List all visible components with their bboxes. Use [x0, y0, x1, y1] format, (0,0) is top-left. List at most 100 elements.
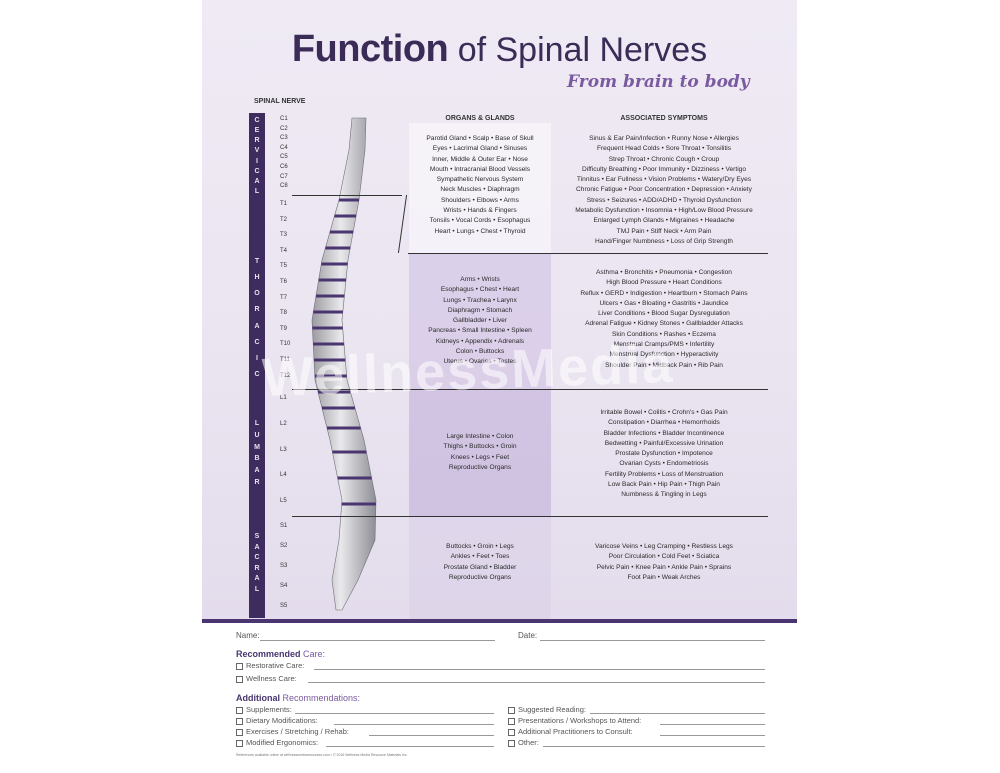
text-line: Ovarian Cysts • Endometriosis [619, 460, 709, 468]
checkbox[interactable] [236, 739, 243, 747]
checkbox[interactable] [236, 706, 243, 714]
recommendation-field[interactable] [590, 713, 765, 714]
divider-thoracic-lumbar [292, 389, 768, 390]
wellness-care-option[interactable]: Wellness Care: [236, 674, 297, 683]
nerve-label-c4: C4 [280, 144, 288, 151]
intervertebral-disc [325, 246, 351, 250]
intervertebral-disc [329, 230, 354, 234]
intervertebral-disc [313, 310, 343, 314]
checkbox[interactable] [508, 706, 515, 714]
text-line: Shoulders • Elbows • Arms [441, 196, 519, 204]
text-line: Buttocks • Groin • Legs [446, 543, 514, 550]
name-field[interactable] [260, 640, 495, 641]
subtitle: From brain to body [567, 72, 750, 92]
nerve-label-l2: L2 [280, 420, 287, 427]
nerve-label-t7: T7 [280, 294, 288, 301]
title-bold: Function [291, 28, 449, 70]
text-line: Sinus & Ear Pain/Infection • Runny Nose … [589, 135, 739, 142]
text-line: Ulcers • Gas • Bloating • Gastritis • Ja… [599, 299, 729, 307]
checkbox[interactable] [236, 675, 243, 683]
nerve-label-c1: C1 [280, 116, 288, 122]
restorative-care-option[interactable]: Restorative Care: [236, 661, 304, 670]
text-line: Enlarged Lymph Glands • Migraines • Head… [593, 217, 735, 225]
text-line: Low Back Pain • Hip Pain • Thigh Pain [608, 481, 720, 489]
text-line: Uterus • Ovaries • Testes [443, 358, 517, 366]
recommendation-option[interactable]: Additional Practitioners to Consult: [508, 727, 633, 736]
intervertebral-disc [334, 214, 357, 218]
text-line: Reproductive Organs [448, 573, 512, 581]
text-line: Irritable Bowel • Colitis • Crohn's • Ga… [600, 409, 728, 416]
organs-bg-lumbar [409, 389, 551, 516]
checkbox[interactable] [508, 717, 515, 725]
recommendation-field[interactable] [294, 713, 494, 714]
date-field[interactable] [540, 640, 765, 641]
recommendation-field[interactable] [660, 735, 765, 736]
recommendation-field[interactable] [660, 724, 765, 725]
wellness-care-field[interactable] [308, 682, 765, 683]
text-line: Esophagus • Chest • Heart [440, 286, 520, 294]
text-line: Bladder Infections • Bladder Incontinenc… [603, 429, 725, 437]
text-line: Metabolic Dysfunction • Insomnia • High/… [575, 207, 753, 215]
section-letter: B [254, 455, 260, 463]
text-line: Neck Muscles • Diaphragm [440, 186, 520, 194]
option-label: Other: [518, 738, 539, 747]
text-line: Chronic Fatigue • Poor Concentration • D… [576, 186, 752, 194]
restorative-care-field[interactable] [314, 669, 765, 670]
intervertebral-disc [312, 326, 343, 330]
recommendation-option[interactable]: Suggested Reading: [508, 705, 586, 714]
intervertebral-disc [341, 502, 376, 506]
divider-lumbar-sacral [292, 516, 768, 517]
checkbox[interactable] [508, 728, 515, 736]
recommendation-option[interactable]: Exercises / Stretching / Rehab: [236, 727, 349, 736]
option-label: Additional Practitioners to Consult: [518, 727, 633, 736]
nerve-label-c5: C5 [280, 154, 288, 161]
spinal-nerve-header: SPINAL NERVE [254, 98, 306, 105]
section-letter: C [254, 338, 260, 346]
organs-bg-thoracic [409, 253, 551, 389]
nerve-label-l5: L5 [280, 498, 287, 505]
text-line: Frequent Head Colds • Sore Throat • Tons… [596, 145, 732, 153]
recommendation-field[interactable] [333, 724, 494, 725]
text-line: Stress • Seizures • ADD/ADHD • Thyroid D… [586, 196, 742, 204]
recommendation-field[interactable] [368, 735, 494, 736]
symptoms-header: ASSOCIATED SYMPTOMS [620, 115, 708, 122]
section-letter: R [254, 137, 260, 145]
recommendation-option[interactable]: Dietary Modifications: [236, 716, 318, 725]
section-letter: A [254, 322, 260, 330]
intervertebral-disc [321, 262, 348, 266]
text-line: Difficulty Breathing • Poor Immunity • D… [581, 165, 747, 173]
text-line: Inner, Middle & Outer Ear • Nose [432, 155, 528, 163]
recommendation-option[interactable]: Presentations / Workshops to Attend: [508, 716, 641, 725]
text-line: Reflux • GERD • Indigestion • Heartburn … [580, 289, 748, 297]
recommendation-field[interactable] [326, 746, 494, 747]
section-letter: M [254, 443, 260, 451]
checkbox[interactable] [236, 717, 243, 725]
checkbox[interactable] [236, 662, 243, 670]
section-letter: E [254, 127, 260, 135]
intervertebral-disc [316, 294, 345, 298]
recommendation-option[interactable]: Modified Ergonomics: [236, 738, 318, 747]
symptoms-lumbar: Irritable Bowel • Colitis • Crohn's • Ga… [554, 408, 774, 501]
recommendation-option[interactable]: Other: [508, 738, 539, 747]
nerve-label-t10: T10 [280, 341, 291, 348]
intervertebral-disc [314, 374, 347, 378]
text-line: Kidneys • Appendix • Adrenals [435, 337, 525, 345]
recommendation-option[interactable]: Supplements: [236, 705, 292, 714]
checkbox[interactable] [508, 739, 515, 747]
nerve-label-c2: C2 [280, 125, 288, 132]
nerve-label-t4: T4 [280, 247, 288, 254]
nerve-label-l1: L1 [280, 395, 287, 401]
text-line: Menstrual Dysfunction • Hyperactivity [609, 351, 719, 359]
nerve-label-t6: T6 [280, 279, 288, 285]
nerve-label-l3: L3 [280, 446, 287, 453]
text-line: Gallbladder • Liver [453, 317, 507, 325]
intervertebral-disc [327, 426, 361, 430]
checkbox[interactable] [236, 728, 243, 736]
nerve-label-s5: S5 [280, 603, 288, 609]
section-letter: R [254, 478, 260, 486]
recommendation-field[interactable] [543, 746, 765, 747]
text-line: Tonsils • Vocal Cords • Esophagus [429, 217, 531, 225]
